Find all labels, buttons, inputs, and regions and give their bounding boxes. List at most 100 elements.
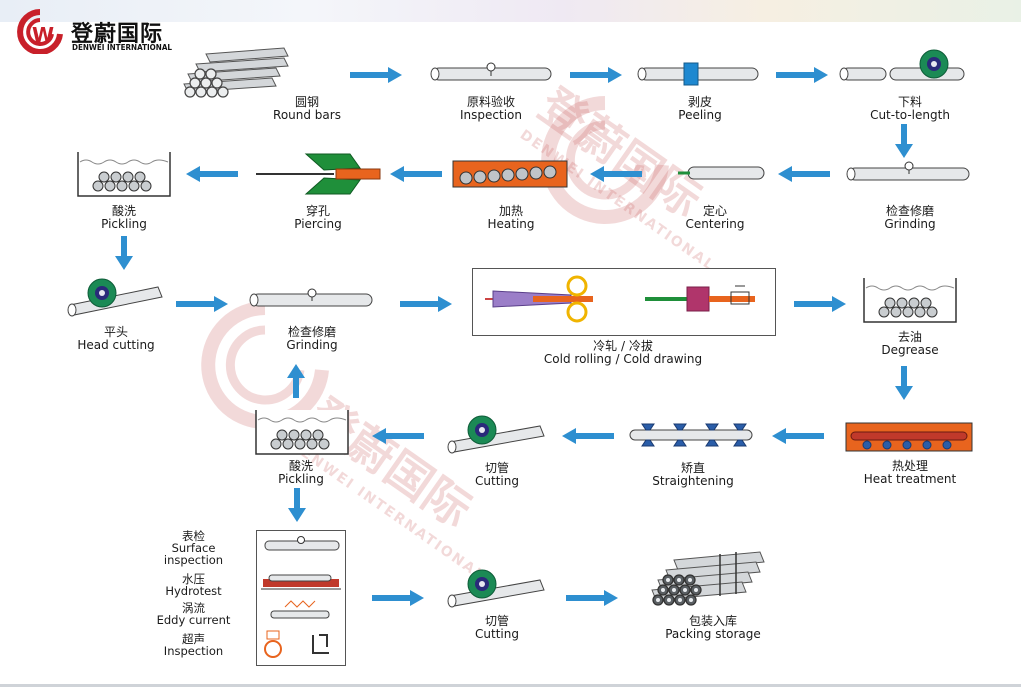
step-label-en: Piercing bbox=[294, 217, 342, 231]
degrease-tank-icon bbox=[863, 278, 957, 323]
step-label-en: Centering bbox=[685, 217, 745, 231]
step-pickling-2: 酸洗 Pickling bbox=[236, 460, 366, 486]
step-cutting-1: 切管 Cutting bbox=[432, 462, 562, 488]
brand-name-cn: 登蔚国际 bbox=[71, 22, 164, 47]
step-label-cn: 穿孔 bbox=[305, 204, 330, 218]
step-head-cutting: 平头 Head cutting bbox=[51, 326, 181, 352]
step-grinding-1: 检查修磨 Grinding bbox=[845, 205, 975, 231]
flow-arrow-left bbox=[372, 428, 424, 444]
check-label-en: Surface inspection bbox=[163, 541, 224, 567]
step-label-en: Packing storage bbox=[665, 627, 761, 641]
step-label-cn: 检查修磨 bbox=[287, 325, 336, 339]
step-label-en: Round bars bbox=[273, 108, 341, 122]
step-label-en: Grinding bbox=[286, 338, 338, 352]
svg-text:W: W bbox=[32, 23, 54, 47]
step-pickling-1: 酸洗 Pickling bbox=[59, 205, 189, 231]
step-label-cn: 圆钢 bbox=[294, 95, 319, 109]
check-label-cn: 涡流 bbox=[182, 601, 205, 615]
flow-arrow-right bbox=[570, 67, 622, 83]
step-label-cn: 检查修磨 bbox=[885, 204, 934, 218]
step-label-cn: 定心 bbox=[702, 204, 727, 218]
step-label-cn: 切管 bbox=[484, 461, 509, 475]
grinding-tube-icon bbox=[846, 161, 970, 181]
brand-logo: W 登蔚国际 DENWEI INTERNATIONAL bbox=[16, 8, 176, 55]
flow-arrow-down bbox=[115, 236, 133, 270]
watermark-en: DENWEI INTERNATIONAL bbox=[516, 126, 719, 275]
step-cutting-2: 切管 Cutting bbox=[432, 615, 562, 641]
step-label-en: Cutting bbox=[475, 474, 519, 488]
quality-check-panel bbox=[256, 530, 346, 666]
step-label-cn: 剥皮 bbox=[687, 95, 712, 109]
step-grinding-2: 检查修磨 Grinding bbox=[247, 326, 377, 352]
check-ultrasonic: 超声 Inspection bbox=[146, 633, 241, 657]
check-label-cn: 表检 bbox=[182, 529, 205, 543]
quality-check-drawings-icon bbox=[261, 536, 341, 658]
flow-arrow-left bbox=[590, 166, 642, 182]
grinding-tube-icon bbox=[249, 288, 373, 307]
check-label-en: Eddy current bbox=[156, 613, 231, 627]
flow-arrow-left bbox=[390, 166, 442, 182]
step-heat-treatment: 热处理 Heat treatment bbox=[845, 460, 975, 486]
flow-arrow-down bbox=[895, 124, 913, 158]
step-label-cn: 平头 bbox=[103, 325, 128, 339]
step-label-cn: 酸洗 bbox=[288, 459, 313, 473]
step-label-en: Degrease bbox=[881, 343, 939, 357]
step-label-en: Head cutting bbox=[77, 338, 155, 352]
straightening-icon bbox=[629, 423, 753, 447]
step-label-en: Pickling bbox=[101, 217, 147, 231]
flow-arrow-right bbox=[400, 296, 452, 312]
inspection-tube-icon bbox=[430, 62, 552, 81]
brand-name-en: DENWEI INTERNATIONAL bbox=[72, 43, 172, 52]
step-label-cn: 去油 bbox=[897, 330, 922, 344]
step-peeling: 剥皮 Peeling bbox=[635, 96, 765, 122]
step-label-en: Peeling bbox=[678, 108, 722, 122]
step-label-cn: 下料 bbox=[897, 95, 922, 109]
check-label-cn: 水压 bbox=[182, 572, 205, 586]
cut-to-length-icon bbox=[839, 49, 965, 81]
piercing-icon bbox=[256, 153, 381, 195]
step-label-cn: 包装入库 bbox=[688, 614, 737, 628]
step-packing: 包装入库 Packing storage bbox=[648, 615, 778, 641]
cold-rolling-panel bbox=[472, 268, 776, 336]
step-degrease: 去油 Degrease bbox=[845, 331, 975, 357]
flow-arrow-right bbox=[794, 296, 846, 312]
flow-arrow-right bbox=[776, 67, 828, 83]
step-label-cn: 热处理 bbox=[891, 459, 928, 473]
step-label-cn: 切管 bbox=[484, 614, 509, 628]
flow-arrow-left bbox=[562, 428, 614, 444]
step-cold-rolling: 冷轧 / 冷拔 Cold rolling / Cold drawing bbox=[473, 340, 773, 366]
round-bars-icon bbox=[183, 47, 289, 98]
packing-bundle-icon bbox=[651, 551, 765, 606]
check-hydrotest: 水压 Hydrotest bbox=[146, 573, 241, 597]
pickling-tank-icon bbox=[255, 410, 349, 455]
cold-rolling-drawing-icon bbox=[485, 275, 755, 323]
step-label-cn: 酸洗 bbox=[111, 204, 136, 218]
check-label-cn: 超声 bbox=[182, 632, 205, 646]
step-piercing: 穿孔 Piercing bbox=[253, 205, 383, 231]
step-label-cn: 冷轧 / 冷拔 bbox=[593, 339, 653, 353]
step-cut-to-length: 下料 Cut-to-length bbox=[845, 96, 975, 122]
flow-arrow-down bbox=[288, 488, 306, 522]
pickling-tank-icon bbox=[77, 152, 171, 197]
step-inspection: 原料验收 Inspection bbox=[426, 96, 556, 122]
flow-arrow-left bbox=[772, 428, 824, 444]
step-label-en: Heat treatment bbox=[863, 472, 957, 486]
heat-treatment-furnace-icon bbox=[845, 422, 973, 452]
step-label-cn: 矫直 bbox=[680, 461, 705, 475]
step-label-en: Inspection bbox=[460, 108, 522, 122]
brand-emblem-icon: W bbox=[17, 9, 63, 55]
step-label-en: Heating bbox=[487, 217, 535, 231]
check-surface: 表检 Surface inspection bbox=[146, 530, 241, 566]
flow-arrow-right bbox=[566, 590, 618, 606]
step-label-en: Cut-to-length bbox=[870, 108, 950, 122]
cutting-icon bbox=[447, 415, 545, 454]
step-straightening: 矫直 Straightening bbox=[628, 462, 758, 488]
flow-arrow-right bbox=[372, 590, 424, 606]
flow-arrow-right bbox=[350, 67, 402, 83]
step-label-cn: 加热 bbox=[498, 204, 523, 218]
flow-arrow-right bbox=[176, 296, 228, 312]
step-label-en: Cold rolling / Cold drawing bbox=[543, 352, 703, 366]
check-eddy: 涡流 Eddy current bbox=[146, 602, 241, 626]
bottom-rule bbox=[0, 684, 1021, 687]
step-label-en: Pickling bbox=[278, 472, 324, 486]
